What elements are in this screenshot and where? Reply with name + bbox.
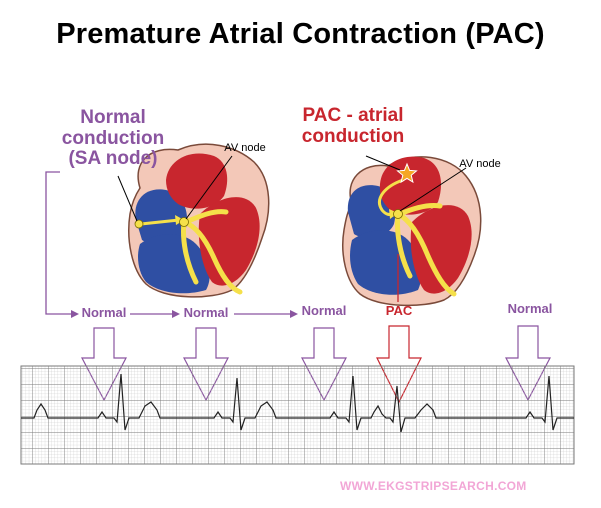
av-node-label-pac: AV node	[459, 158, 501, 170]
ectopic-focus-star-icon	[396, 162, 418, 184]
pac-conduction-line-1: PAC - atrial	[302, 105, 404, 126]
pac-label-pointer	[365, 155, 401, 171]
normal-sa-to-av-arrowhead	[175, 215, 184, 225]
ecg-trace	[21, 373, 574, 433]
beat-label-3: Normal	[301, 303, 347, 318]
sa-node-dot	[134, 219, 144, 229]
normal-right-atrium	[135, 189, 188, 245]
flow-arrowhead-2	[290, 310, 298, 318]
normal-conduction-line-2: conduction	[61, 127, 165, 149]
flow-arrowhead-1	[172, 310, 180, 318]
av-node-label-normal: AV node	[224, 142, 266, 154]
page-title: Premature Atrial Contraction (PAC)	[56, 18, 545, 50]
watermark-text: WWW.EKGSTRIPSEARCH.COM	[340, 479, 527, 493]
ecg-grid	[20, 365, 575, 465]
normal-heart-illustration	[117, 143, 270, 298]
pac-left-atrium	[379, 156, 442, 215]
beat-label-1: Normal	[81, 305, 127, 320]
beat-label-4-pac: PAC	[385, 303, 413, 318]
av-node-pointer-pac	[399, 167, 467, 212]
bracket-arrowhead	[71, 310, 79, 318]
normal-conduction-line-3: (SA node)	[68, 148, 158, 170]
beat-label-2: Normal	[183, 305, 229, 320]
pac-conduction-label: PAC - atrial conduction	[283, 105, 423, 147]
av-node-dot-pac	[393, 209, 403, 219]
normal-conduction-label: Normal conduction (SA node)	[48, 107, 178, 170]
normal-conduction-line-1: Normal	[80, 107, 146, 128]
bracket-to-first-normal	[45, 171, 74, 315]
pac-conduction-line-2: conduction	[301, 125, 405, 147]
pac-right-ventricle	[350, 230, 422, 295]
beat-label-5: Normal	[507, 301, 553, 316]
ecg-strip	[20, 365, 575, 465]
av-node-pointer-normal	[185, 155, 233, 220]
normal-left-atrium	[166, 153, 228, 209]
av-node-dot-normal	[179, 217, 189, 227]
conduction-flow-lines	[45, 171, 298, 318]
pac-heart-illustration	[342, 155, 482, 307]
pac-conduction-pathway	[395, 203, 457, 297]
normal-sa-to-av-arrow	[140, 218, 180, 226]
sa-node-pointer	[117, 175, 138, 222]
pac-left-ventricle	[410, 205, 472, 294]
